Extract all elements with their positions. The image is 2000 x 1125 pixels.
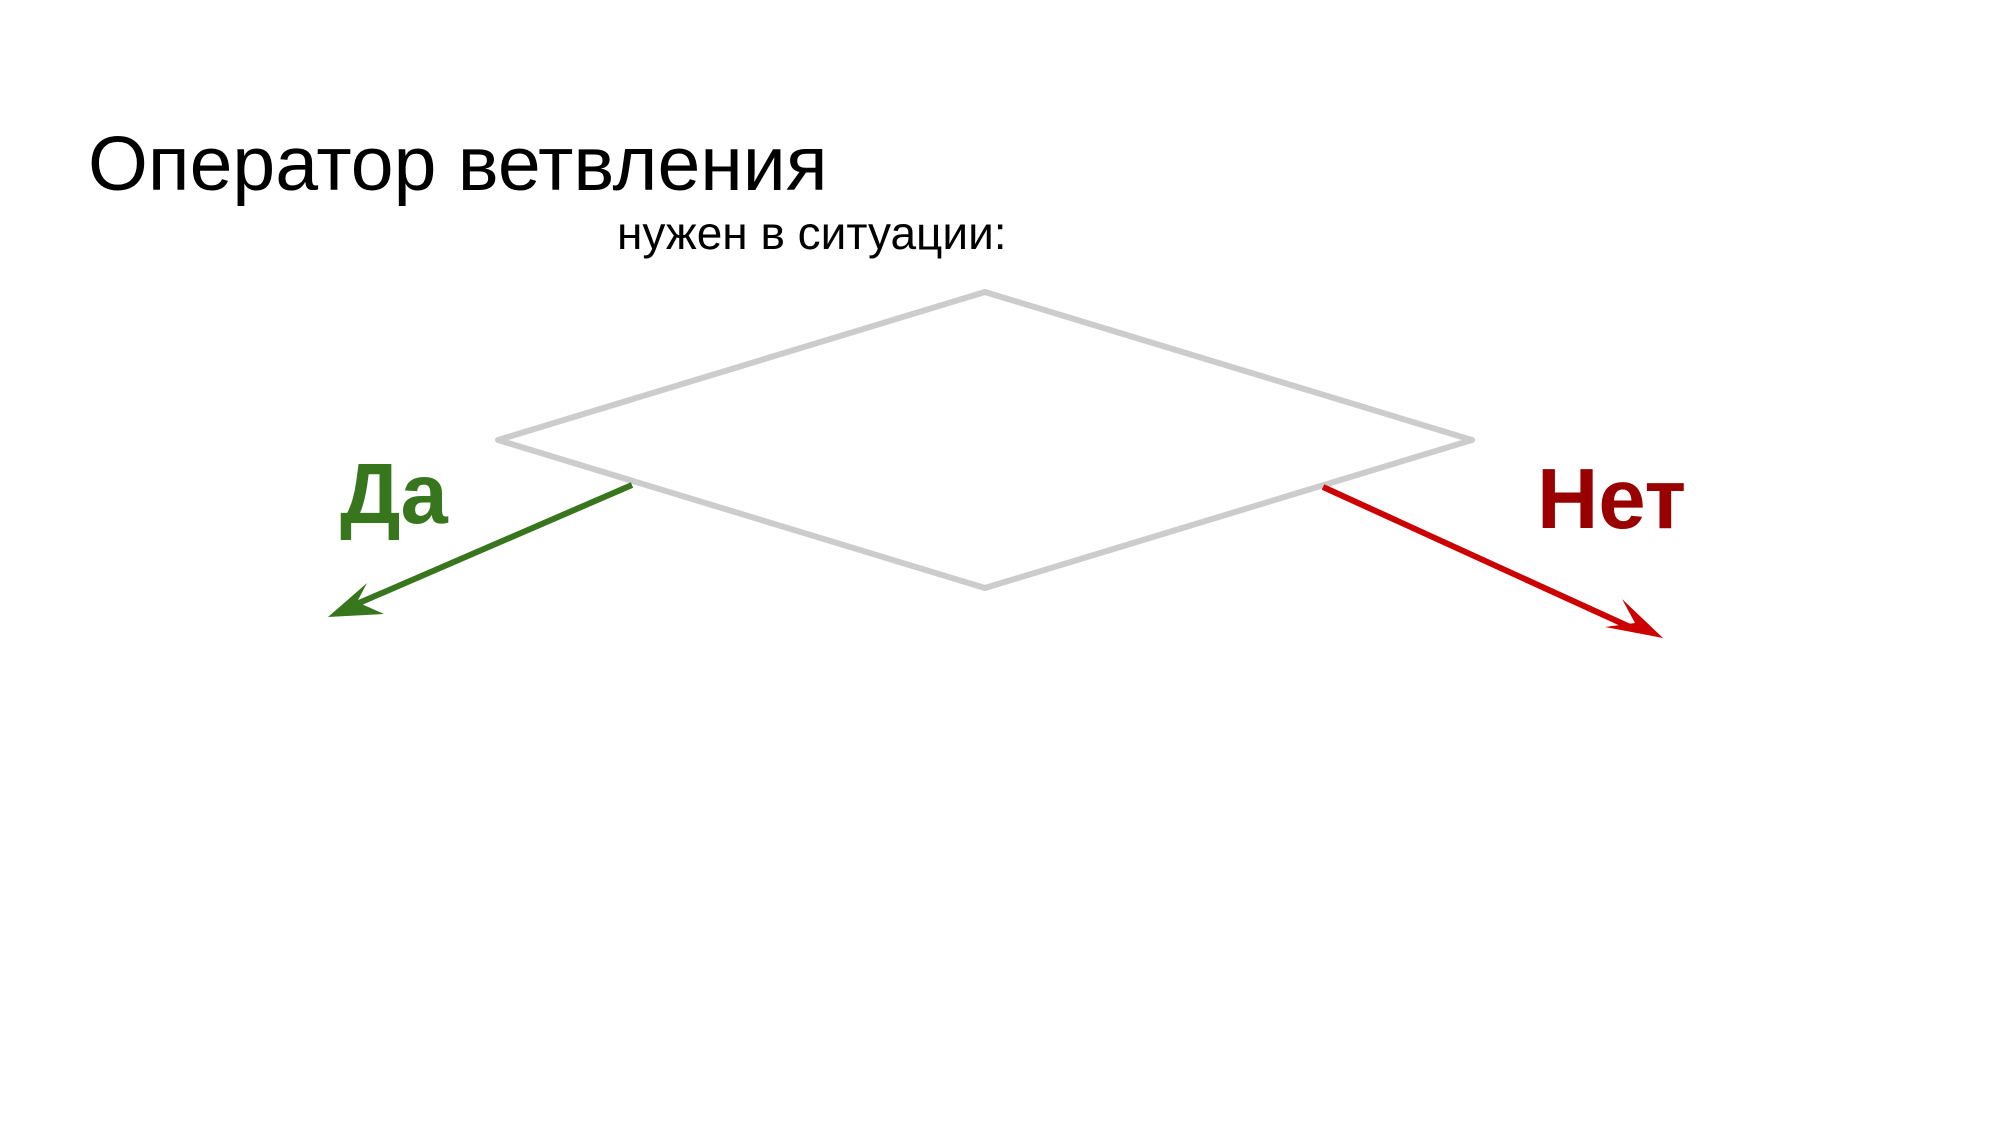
yes-arrow-head [328,583,384,617]
no-arrow-shaft [1321,484,1632,630]
no-branch-label: Нет [1537,452,1687,547]
no-arrow [1321,484,1663,638]
yes-arrow-shaft [350,482,634,609]
decision-diamond [495,289,1475,591]
yes-branch-label: Да [340,447,448,542]
slide-title: Оператор ветвления [88,121,828,207]
yes-arrow [328,482,634,617]
slide-subtitle: нужен в ситуации: [617,207,1007,259]
no-arrow-head [1605,599,1663,638]
